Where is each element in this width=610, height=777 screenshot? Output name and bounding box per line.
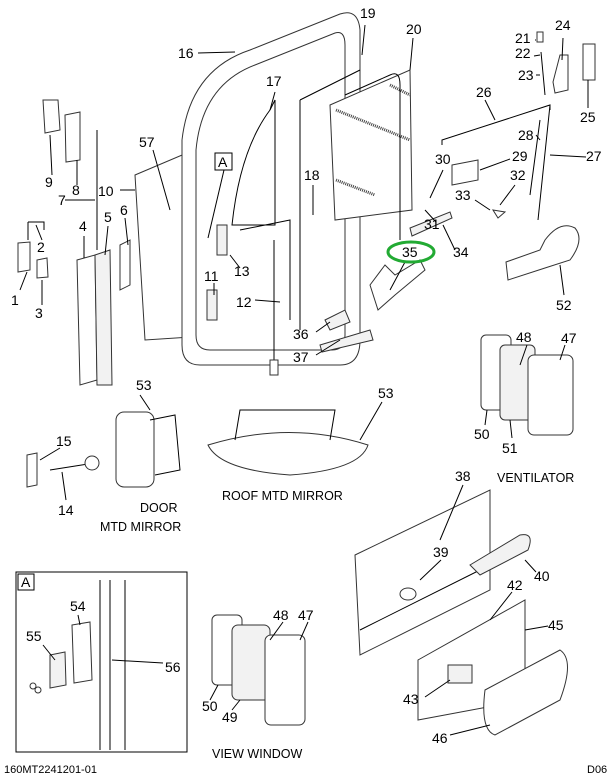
callout-24: 24 [555, 17, 571, 33]
page-code: D06 [587, 764, 607, 776]
mirror-parts [26, 409, 369, 488]
callout-35: 35 [402, 244, 418, 260]
svg-text:A: A [21, 574, 31, 590]
callout-40: 40 [534, 568, 550, 584]
callout-2: 2 [37, 239, 45, 255]
callout-34: 34 [453, 244, 469, 260]
caption-door-mirror-line1: DOOR [140, 501, 178, 515]
callout-54: 54 [70, 598, 86, 614]
callout-23: 23 [518, 67, 534, 83]
detail-a-box: A [15, 571, 188, 753]
callout-4: 4 [79, 218, 87, 234]
callout-31: 31 [424, 216, 440, 232]
door-panel [354, 489, 568, 736]
ventilator-parts [480, 334, 574, 436]
callout-45: 45 [548, 617, 564, 633]
callout-33: 33 [455, 187, 471, 203]
callout-48-view-window: 48 [273, 607, 289, 623]
caption-view-window: VIEW WINDOW [212, 747, 302, 761]
callout-17: 17 [266, 73, 282, 89]
leader-lines [19, 24, 589, 736]
detail-ref-marker: A [218, 154, 228, 170]
callout-38: 38 [455, 468, 471, 484]
caption-door-mirror-line2: MTD MIRROR [100, 520, 181, 534]
callout-43: 43 [403, 691, 419, 707]
callout-49: 49 [222, 709, 238, 725]
callout-11: 11 [204, 268, 219, 284]
callout-1: 1 [11, 292, 19, 308]
callout-5: 5 [104, 209, 112, 225]
callout-22: 22 [515, 45, 531, 61]
callout-15: 15 [56, 433, 72, 449]
callout-37: 37 [293, 349, 309, 365]
latch-parts [369, 31, 596, 311]
callout-53-roof-mirror: 53 [378, 385, 394, 401]
callout-7: 7 [58, 192, 66, 208]
callout-42: 42 [507, 577, 523, 593]
hinge-parts [17, 99, 131, 386]
highlight-ring-35 [386, 240, 436, 264]
callout-55: 55 [26, 628, 42, 644]
callout-13: 13 [234, 263, 250, 279]
callout-56: 56 [165, 659, 181, 675]
callout-labels: 16 19 20 17 21 22 23 24 25 26 28 29 27 3… [11, 5, 602, 746]
callout-25: 25 [580, 109, 596, 125]
caption-ventilator: VENTILATOR [497, 471, 574, 485]
callout-14: 14 [58, 502, 74, 518]
callout-30: 30 [435, 151, 451, 167]
callout-39: 39 [433, 544, 449, 560]
callout-6: 6 [120, 202, 128, 218]
callout-9: 9 [45, 174, 53, 190]
callout-48-ventilator: 48 [516, 329, 532, 345]
callout-26: 26 [476, 84, 492, 100]
callout-8: 8 [72, 182, 80, 198]
callout-12: 12 [236, 294, 252, 310]
callout-20: 20 [406, 21, 422, 37]
callout-51: 51 [502, 440, 518, 456]
callout-53-door-mirror: 53 [136, 377, 152, 393]
callout-46: 46 [432, 730, 448, 746]
callout-10: 10 [98, 183, 114, 199]
callout-3: 3 [35, 305, 43, 321]
callout-16: 16 [178, 45, 194, 61]
callout-47-view-window: 47 [298, 607, 314, 623]
door-assembly [134, 12, 413, 376]
callout-27: 27 [586, 148, 602, 164]
callout-50-ventilator: 50 [474, 426, 490, 442]
view-window-parts [211, 614, 306, 726]
callout-29: 29 [512, 148, 528, 164]
callout-50-view-window: 50 [202, 698, 218, 714]
callout-19: 19 [360, 5, 376, 21]
callout-32: 32 [510, 167, 526, 183]
callout-28: 28 [518, 127, 534, 143]
callout-57: 57 [139, 134, 155, 150]
drawing-number: 160MT2241201-01 [4, 764, 97, 776]
callout-21: 21 [515, 30, 531, 46]
callout-52: 52 [556, 297, 572, 313]
callout-47-ventilator: 47 [561, 330, 577, 346]
callout-36: 36 [293, 326, 309, 342]
caption-roof-mirror: ROOF MTD MIRROR [222, 489, 343, 503]
callout-18: 18 [304, 167, 320, 183]
